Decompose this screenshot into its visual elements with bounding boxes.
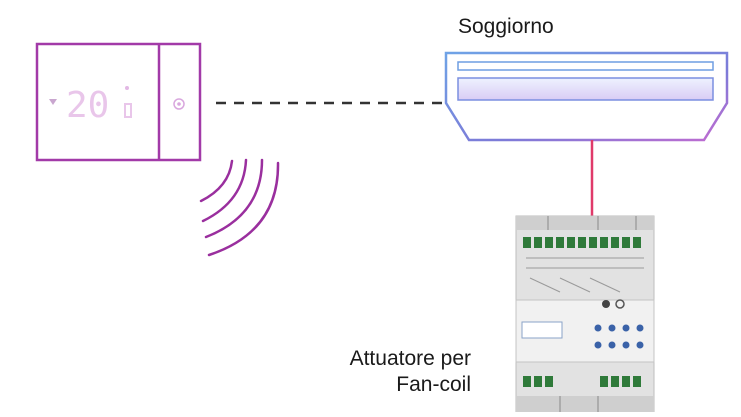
thermostat-icon: 20: [35, 42, 202, 162]
thermostat-button-icon: [173, 98, 185, 110]
actuator-label: Attuatore per Fan-coil: [350, 346, 471, 398]
fan-coil-actuator-icon: [515, 215, 655, 413]
actuator-label-line-2: Fan-coil: [396, 373, 471, 396]
wireless-signal-icon: [199, 158, 280, 257]
room-label: Soggiorno: [458, 15, 554, 38]
fan-coil-unit-icon: [444, 51, 729, 142]
thermostat-display-value: 20: [66, 85, 109, 126]
actuator-label-line-1: Attuatore per: [349, 347, 471, 370]
